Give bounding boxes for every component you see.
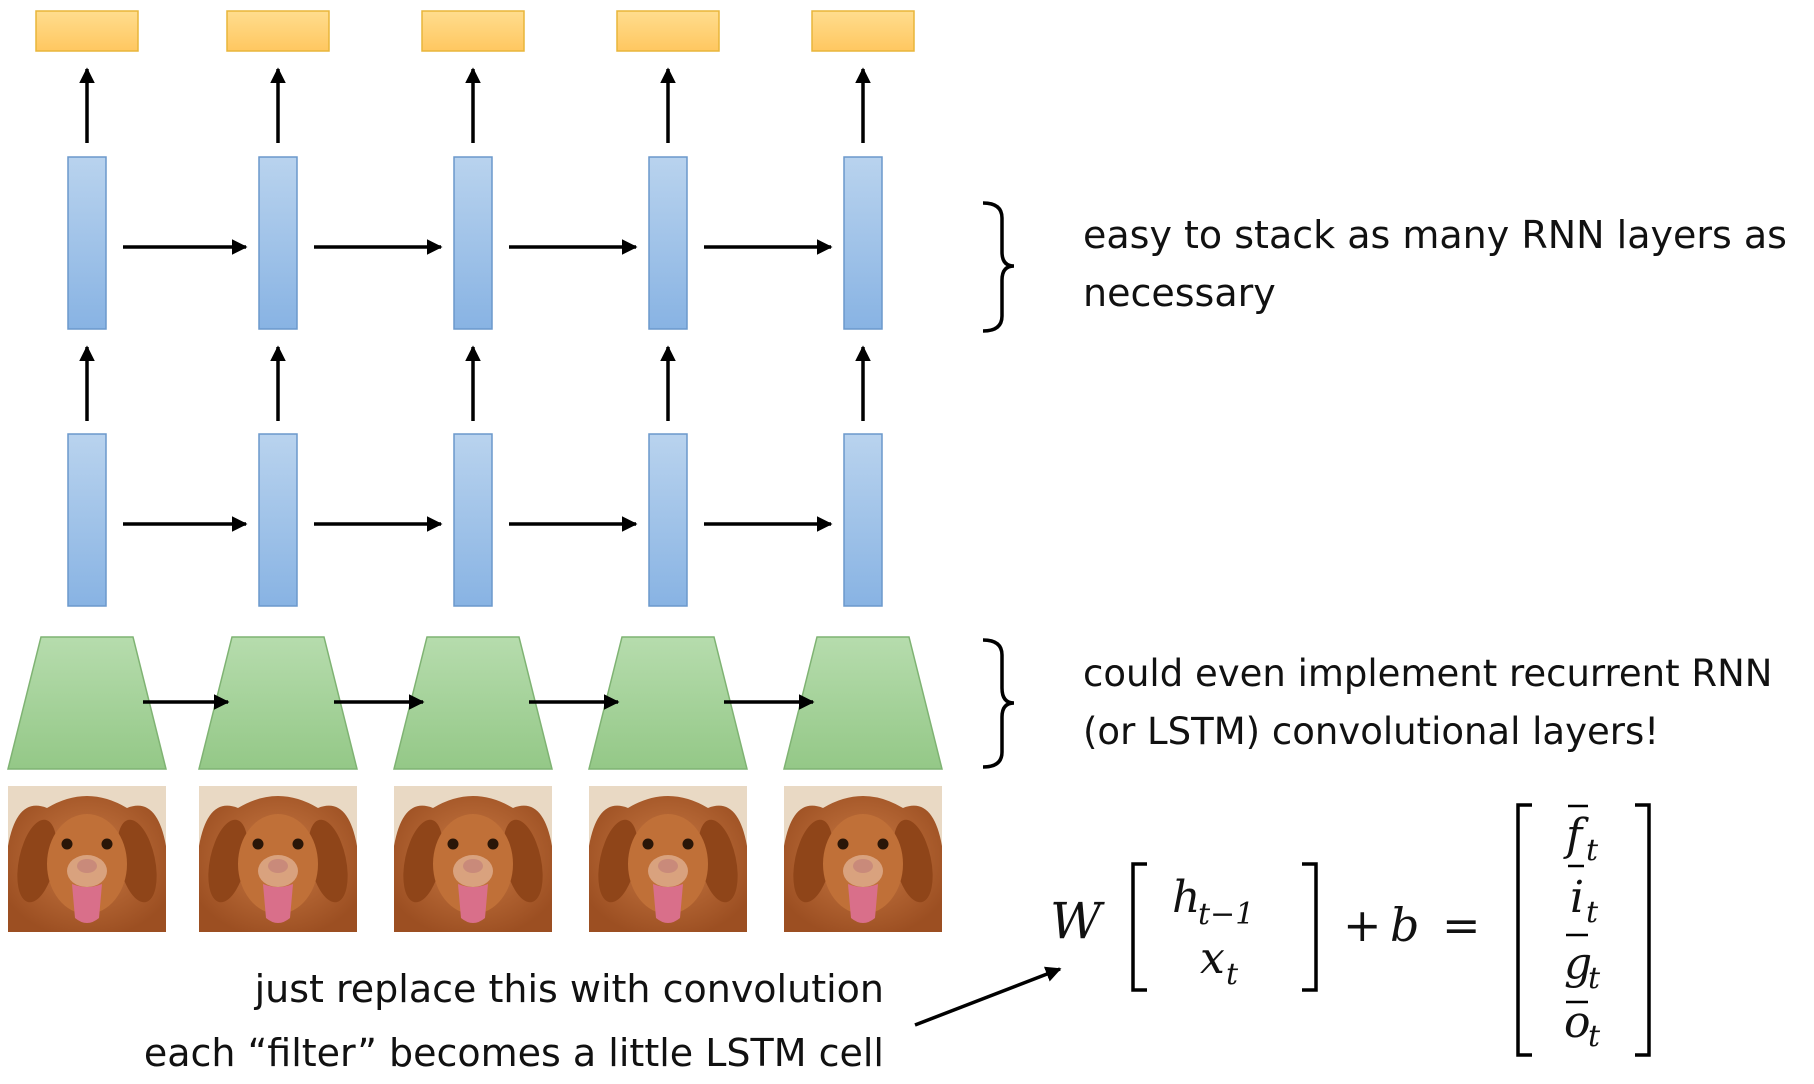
eq-g-sub: t [1588,961,1601,996]
rnn-layer-2 [67,156,883,330]
conv-layer-block [198,636,358,770]
dog-ear-right [117,819,157,903]
dog-ear-right [503,819,543,903]
eq-o-sub: t [1588,1019,1601,1054]
conv-layer-block [588,636,748,770]
dog-eye-left [61,838,73,850]
eq-W: W [1050,892,1105,950]
eq-b: b [1390,898,1419,952]
dog-nose [463,859,483,873]
dog-eye-right [682,838,694,850]
output-box [616,10,720,52]
eq-input-bracket-left [1131,862,1147,992]
rnn-cell-layer1 [843,433,883,607]
dog-nose [268,859,288,873]
conv-layer-block [393,636,553,770]
dog-image [589,786,747,932]
dog-image [784,786,942,932]
rnn-cell-layer2 [67,156,107,330]
eq-i: i [1570,872,1584,923]
rnn-cell-layer2 [648,156,688,330]
dog-tongue [848,884,878,923]
input-images [8,786,942,932]
output-boxes [35,10,915,52]
dog-eye-right [292,838,304,850]
eq-i-sub: t [1586,895,1599,930]
lstm-equation: W h t−1 x t + b = f t i t g t o t [1050,803,1651,1057]
output-box [811,10,915,52]
dog-eye-right [877,838,889,850]
dog-nose [853,859,873,873]
dog-eye-right [487,838,499,850]
pointer-arrow [914,966,1062,1027]
eq-output-bracket-left [1516,803,1532,1057]
dog-nose [77,859,97,873]
eq-f-sub: t [1586,833,1599,868]
dog-eye-left [642,838,654,850]
dog-ear-left [17,819,57,903]
rnn-cell-layer2 [843,156,883,330]
conv-layer-block [783,636,943,770]
output-box [35,10,139,52]
annotation-conv-line2: (or LSTM) convolutional layers! [1083,710,1660,753]
output-box [421,10,525,52]
brace-rnn-layers [982,201,1015,333]
rnn-cell-layer2 [453,156,493,330]
eq-input-bracket-right [1302,862,1318,992]
output-box [226,10,330,52]
eq-o: o [1564,997,1591,1048]
brace-conv-layers [982,638,1015,769]
dog-ear-left [208,819,248,903]
dog-ear-right [698,819,738,903]
dog-eye-left [252,838,264,850]
dog-image [199,786,357,932]
eq-plus: + [1343,898,1382,952]
eq-h: h [1172,872,1200,923]
dog-eye-right [101,838,113,850]
dog-eye-left [837,838,849,850]
rnn-cell-layer1 [453,433,493,607]
dog-image [8,786,166,932]
eq-output-bracket-right [1635,803,1651,1057]
eq-x-sub: t [1226,957,1239,992]
dog-nose [658,859,678,873]
dog-image [394,786,552,932]
eq-h-sub: t−1 [1198,897,1254,932]
annotation-conv-line1: could even implement recurrent RNN [1083,652,1773,695]
rnn-layer-1 [67,433,883,607]
dog-ear-right [893,819,933,903]
dog-tongue [458,884,488,923]
rnn-cell-layer1 [67,433,107,607]
dog-eye-left [447,838,459,850]
rnn-cell-layer2 [258,156,298,330]
annotation-stack-line2: necessary [1083,271,1276,315]
dog-tongue [653,884,683,923]
dog-ear-left [793,819,833,903]
rnn-cell-layer1 [648,433,688,607]
eq-equals: = [1442,898,1481,952]
arrows [79,67,871,710]
dog-tongue [263,884,293,923]
eq-x: x [1200,933,1225,984]
conv-layer-block [7,636,167,770]
dog-ear-right [308,819,348,903]
annotation-stack-line1: easy to stack as many RNN layers as [1083,213,1787,257]
caption-line2: each “filter” becomes a little LSTM cell [143,1031,884,1075]
eq-g: g [1564,938,1592,989]
conv-layer [7,636,943,770]
dog-ear-left [403,819,443,903]
rnn-cell-layer1 [258,433,298,607]
caption-line1: just replace this with convolution [254,967,884,1011]
dog-tongue [72,884,102,923]
dog-ear-left [598,819,638,903]
